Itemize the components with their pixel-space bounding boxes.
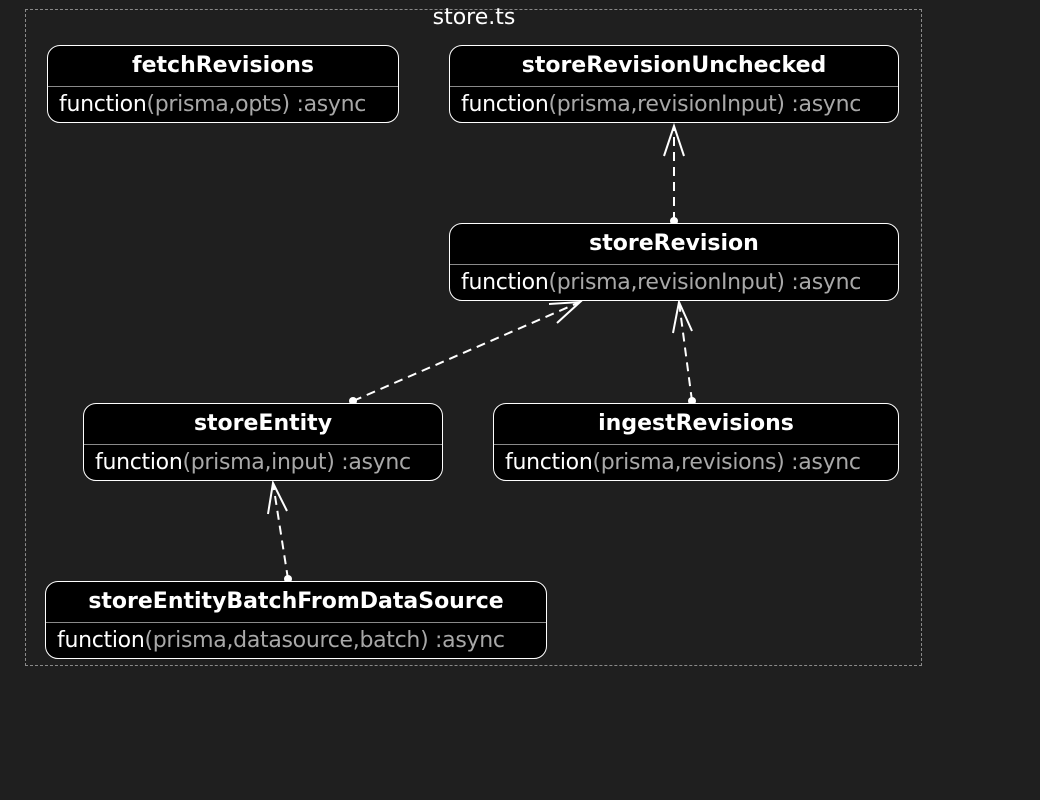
node-signature: function(prisma,input) :async — [84, 445, 442, 480]
node-store-entity-batch-from-data-source[interactable]: storeEntityBatchFromDataSource function(… — [45, 581, 547, 659]
signature-modifier: :async — [428, 628, 505, 653]
signature-params: (prisma,revisions) — [592, 450, 785, 475]
node-signature: function(prisma,revisionInput) :async — [450, 265, 898, 300]
node-signature: function(prisma,revisions) :async — [494, 445, 898, 480]
signature-modifier: :async — [289, 92, 367, 117]
arrowhead-icon — [267, 479, 288, 515]
node-store-revision-unchecked[interactable]: storeRevisionUnchecked function(prisma,r… — [449, 45, 899, 123]
arrowhead-icon — [672, 298, 693, 334]
signature-params: (prisma,revisionInput) — [548, 270, 785, 295]
signature-kind: function — [59, 92, 147, 117]
module-frame — [25, 9, 922, 666]
node-store-entity[interactable]: storeEntity function(prisma,input) :asyn… — [83, 403, 443, 481]
module-title: store.ts — [432, 5, 516, 30]
signature-modifier: :async — [784, 270, 862, 295]
signature-params: (prisma,input) — [182, 450, 335, 475]
node-name: storeEntityBatchFromDataSource — [46, 582, 546, 623]
signature-modifier: :async — [784, 92, 862, 117]
node-name: storeRevisionUnchecked — [450, 46, 898, 87]
node-name: ingestRevisions — [494, 404, 898, 445]
signature-kind: function — [461, 92, 549, 117]
node-name: storeEntity — [84, 404, 442, 445]
signature-kind: function — [95, 450, 183, 475]
signature-params: (prisma,datasource,batch) — [144, 628, 429, 653]
edge-ingestRevisions-to-storeRevision — [678, 301, 693, 402]
node-store-revision[interactable]: storeRevision function(prisma,revisionIn… — [449, 223, 899, 301]
signature-params: (prisma,opts) — [146, 92, 290, 117]
signature-kind: function — [505, 450, 593, 475]
signature-kind: function — [461, 270, 549, 295]
edge-storeEntity-to-storeRevision — [352, 301, 581, 402]
node-name: fetchRevisions — [48, 46, 398, 87]
signature-modifier: :async — [334, 450, 411, 475]
signature-kind: function — [57, 628, 145, 653]
node-ingest-revisions[interactable]: ingestRevisions function(prisma,revision… — [493, 403, 899, 481]
signature-modifier: :async — [784, 450, 861, 475]
arrowhead-icon — [663, 122, 685, 157]
signature-params: (prisma,revisionInput) — [548, 92, 785, 117]
edge-storeEntityBatchFromDataSource-to-storeEntity — [272, 482, 289, 580]
node-signature: function(prisma,datasource,batch) :async — [46, 623, 546, 658]
node-signature: function(prisma,revisionInput) :async — [450, 87, 898, 122]
node-signature: function(prisma,opts) :async — [48, 87, 398, 122]
node-name: storeRevision — [450, 224, 898, 265]
arrowhead-icon — [548, 300, 583, 324]
node-fetch-revisions[interactable]: fetchRevisions function(prisma,opts) :as… — [47, 45, 399, 123]
